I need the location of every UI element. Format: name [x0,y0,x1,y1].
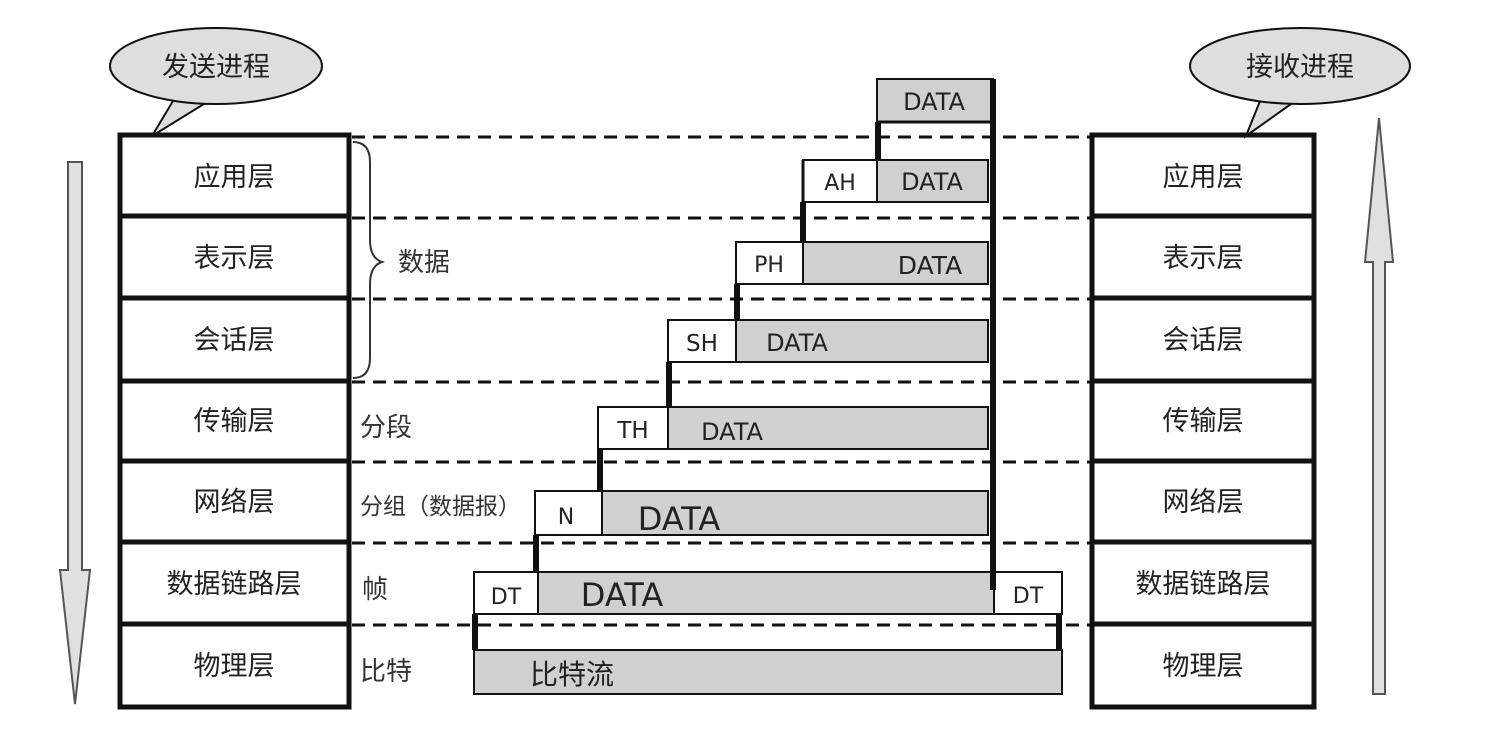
receiver-layer-transport: 传输层 [1163,406,1244,437]
application-data-block [876,159,989,203]
transport-data-block [667,406,989,450]
sender-layer-presentation: 表示层 [194,243,275,274]
data-label: DATA [901,168,963,196]
session-data-block [735,319,989,363]
data-label: DATA [903,88,965,116]
th-header [597,406,669,450]
receiver-layer-session: 会话层 [1163,325,1244,356]
bubble-body [1189,27,1411,105]
sender-layer-stack: 应用层 表示层 会话层 传输层 网络层 数据链路层 物理层 [117,132,352,710]
bubble-body [109,27,323,105]
sender-layer-datalink: 数据链路层 [167,569,302,600]
receiver-stack-frame [1089,132,1317,710]
network-data-block [601,490,989,536]
sender-layer-network: 网络层 [194,487,275,518]
data-label: DATA [701,418,763,446]
pdu-label-bits: 比特 [360,657,412,687]
layer-boundary-lines [352,135,1090,627]
receiver-layer-datalink: 数据链路层 [1136,569,1271,600]
th-header-label: TH [616,418,648,444]
sender-layer-transport: 传输层 [194,406,275,437]
send-process-label: 发送进程 [162,52,270,83]
ph-header-label: PH [754,253,784,278]
sh-header-label: SH [686,331,718,357]
sender-layer-physical: 物理层 [194,651,275,682]
n-header [534,490,603,536]
data-label: DATA [766,329,828,357]
dt-header [473,571,539,615]
sender-layer-session: 会话层 [194,325,275,356]
bitstream-block [473,649,1063,695]
pdu-label-frame: 帧 [362,575,388,605]
pdu-label-segment: 分段 [360,413,412,443]
sender-stack-frame [117,132,352,710]
encapsulation-connectors [472,79,1062,650]
datalink-data-block [537,571,995,615]
receiver-layer-presentation: 表示层 [1163,243,1244,274]
presentation-data-block [802,241,989,285]
up-arrow-icon [1363,117,1395,695]
dt-header-label: DT [491,585,522,610]
data-block-top [876,78,994,123]
data-label: DATA [581,576,664,614]
receiver-layer-physical: 物理层 [1163,651,1244,682]
pdu-label-packet: 分组（数据报） [360,494,521,520]
brace-data-label: 数据 [398,248,450,278]
n-header-label: N [558,505,574,530]
brace-icon [352,141,386,379]
bitstream-label: 比特流 [530,658,614,691]
receiver-layer-stack: 应用层 表示层 会话层 传输层 网络层 数据链路层 物理层 [1089,132,1317,710]
receiver-layer-application: 应用层 [1163,162,1244,193]
encapsulation-blocks: DATA AH DATA PH DATA SH DATA TH DATA N D… [473,78,1063,695]
data-label: DATA [898,251,962,280]
ah-header-label: AH [824,171,856,196]
receiver-layer-network: 网络层 [1163,487,1244,518]
data-label: DATA [638,500,721,538]
receive-process-label: 接收进程 [1246,52,1354,83]
dt-trailer-label: DT [1013,584,1044,609]
receive-process-bubble: 接收进程 [1189,27,1411,139]
sh-header [667,319,737,363]
dt-trailer [993,571,1063,615]
sender-layer-application: 应用层 [194,162,275,193]
down-arrow-icon [58,161,92,705]
send-process-bubble: 发送进程 [109,27,323,137]
